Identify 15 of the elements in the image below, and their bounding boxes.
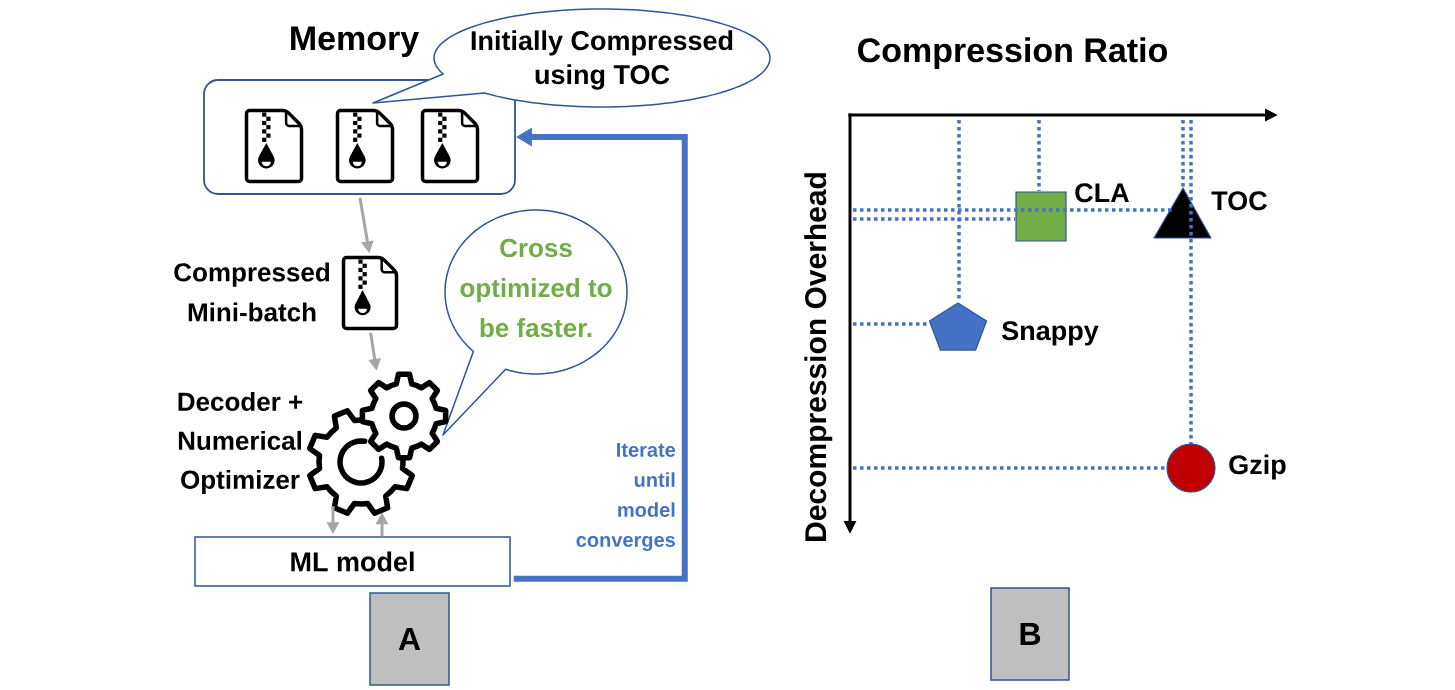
point-label: Snappy — [1002, 321, 1099, 346]
speech-bubble: Cross optimized to be faster. — [442, 209, 628, 436]
gears-icon — [307, 371, 449, 516]
panel-label: B — [990, 587, 1070, 681]
zip-file-icon — [341, 255, 399, 331]
point-label: Gzip — [1229, 454, 1286, 480]
node-label: Decoder + Numerical Optimizer — [178, 391, 303, 495]
process-box: ML model — [194, 536, 511, 587]
axis-title: Decompression Overhead — [804, 173, 833, 541]
point-label: CLA — [1075, 183, 1129, 203]
axis-title: Compression Ratio — [858, 37, 1167, 70]
panel-label: A — [369, 592, 450, 686]
edge-label: Iterate until model converges — [576, 443, 676, 551]
node-label: Compressed Mini-batch — [174, 262, 329, 322]
point-label: TOC — [1211, 191, 1267, 211]
